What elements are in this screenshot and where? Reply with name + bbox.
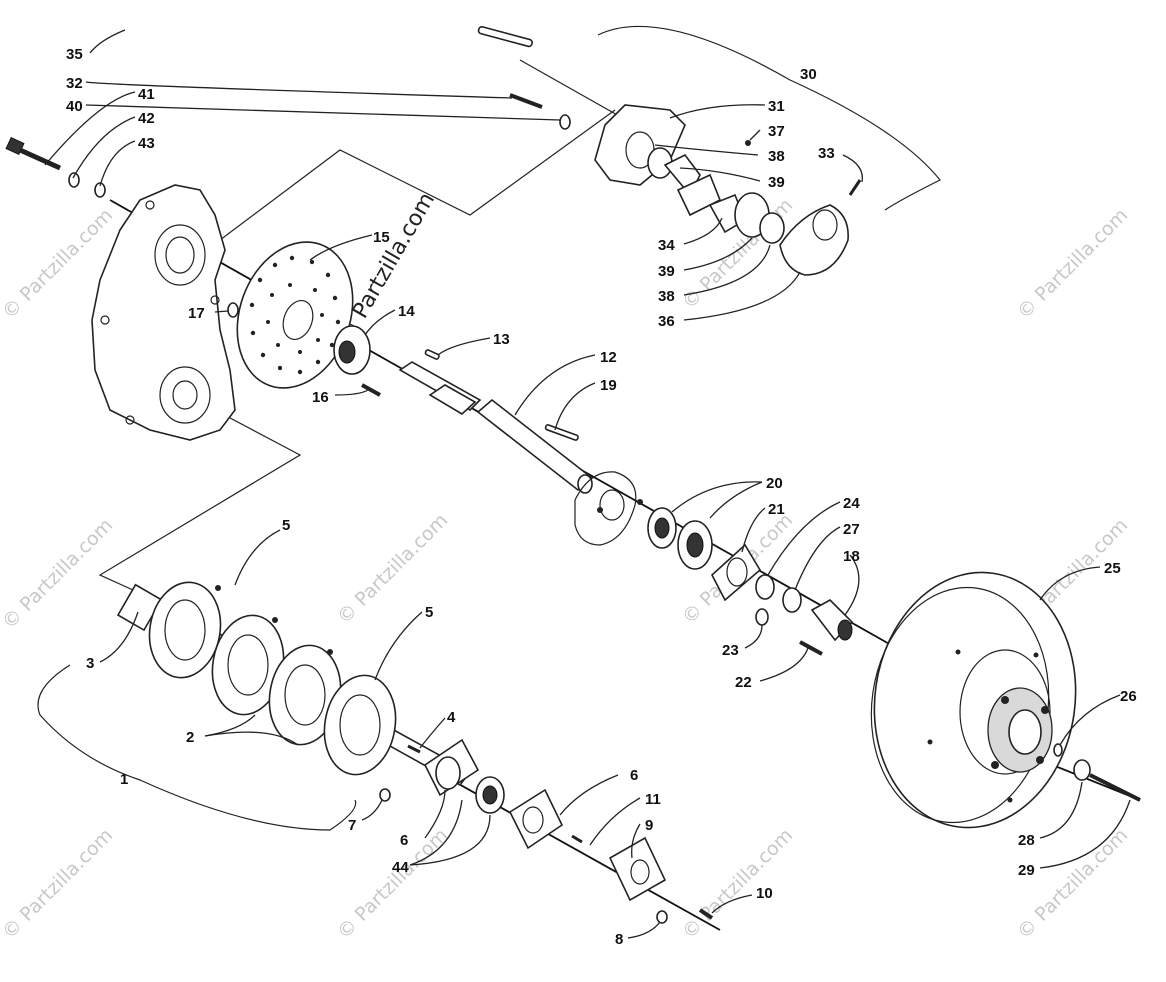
sprocket-3 <box>148 581 222 679</box>
callout-6: 6 <box>400 832 408 849</box>
watermark: © Partzilla.com <box>333 824 452 943</box>
callout-40: 40 <box>66 98 83 115</box>
callout-42: 42 <box>138 110 155 127</box>
callout-10: 10 <box>756 885 773 902</box>
callout-34: 34 <box>658 237 675 254</box>
callout-20: 20 <box>766 475 783 492</box>
callout-8: 8 <box>615 931 623 948</box>
nut-17 <box>227 302 239 318</box>
callout-21: 21 <box>768 501 785 518</box>
callout-17: 17 <box>188 305 205 322</box>
bolt-22 <box>799 640 823 656</box>
callout-12: 12 <box>600 349 617 366</box>
callout-4: 4 <box>447 709 456 726</box>
callout-26: 26 <box>1120 688 1137 705</box>
callout-30: 30 <box>800 66 817 83</box>
callout-43: 43 <box>138 135 155 152</box>
callout-labels: 41 42 43 15 14 17 16 13 12 19 20 21 24 2… <box>66 46 1137 948</box>
callout-44: 44 <box>392 859 409 876</box>
callout-14: 14 <box>398 303 415 320</box>
callout-16: 16 <box>312 389 329 406</box>
callout-7: 7 <box>348 817 356 834</box>
watermark: © Partzilla.com <box>1013 204 1132 323</box>
callout-1: 1 <box>120 771 128 788</box>
spacer-18 <box>810 599 854 642</box>
bearing-housing <box>574 471 643 546</box>
hub-26 <box>987 687 1141 802</box>
callout-38: 38 <box>768 148 785 165</box>
callout-39: 39 <box>768 174 785 191</box>
sprocket-2a <box>211 614 285 716</box>
callout-11: 11 <box>645 791 661 808</box>
track-drive-shaft-1 <box>116 581 472 787</box>
gearcase-housing <box>91 184 236 441</box>
watermark: © Partzilla.com <box>0 514 117 633</box>
callout-33: 33 <box>818 145 835 162</box>
washer-23 <box>755 608 769 626</box>
bearing-flange-6 <box>379 738 714 924</box>
callout-19: 19 <box>600 377 617 394</box>
leader-lines <box>44 29 1131 939</box>
callout-35: 35 <box>66 46 83 63</box>
callout-32: 32 <box>66 75 83 92</box>
callout-18: 18 <box>843 548 860 565</box>
callout-15: 15 <box>373 229 390 246</box>
callout-24: 24 <box>843 495 860 512</box>
bearing-set-20 <box>647 507 713 570</box>
hub-14 <box>333 325 371 375</box>
callout-41: 41 <box>138 86 155 103</box>
screw-16 <box>361 383 381 397</box>
bracket-1 <box>37 664 357 831</box>
callout-5: 5 <box>425 604 433 621</box>
callout-2: 2 <box>186 729 194 746</box>
caliper-assembly-30 <box>477 25 862 276</box>
callout-5: 5 <box>282 517 290 534</box>
brake-disc-15 <box>236 241 354 389</box>
callout-3: 3 <box>86 655 94 672</box>
callout-6: 6 <box>630 767 638 784</box>
callout-29: 29 <box>1018 862 1035 879</box>
callout-36: 36 <box>658 313 675 330</box>
washer-27 <box>782 587 802 613</box>
watermark: © Partzilla.com <box>0 824 117 943</box>
flange-21 <box>711 543 762 602</box>
bolt-41-assembly <box>5 136 106 198</box>
callout-28: 28 <box>1018 832 1035 849</box>
callout-38: 38 <box>658 288 675 305</box>
callout-39: 39 <box>658 263 675 280</box>
callout-9: 9 <box>645 817 653 834</box>
sprocket-5 <box>323 674 397 776</box>
callout-25: 25 <box>1104 560 1121 577</box>
watermark: © Partzilla.com <box>678 824 797 943</box>
callout-13: 13 <box>493 331 510 348</box>
bracket-30 <box>597 25 941 211</box>
callout-22: 22 <box>735 674 752 691</box>
washer-24 <box>755 574 775 600</box>
callout-37: 37 <box>768 123 785 140</box>
callout-23: 23 <box>722 642 739 659</box>
watermark: © Partzilla.com <box>333 509 452 628</box>
callout-27: 27 <box>843 521 860 538</box>
callout-31: 31 <box>768 98 785 115</box>
driveshaft-12 <box>398 349 594 494</box>
